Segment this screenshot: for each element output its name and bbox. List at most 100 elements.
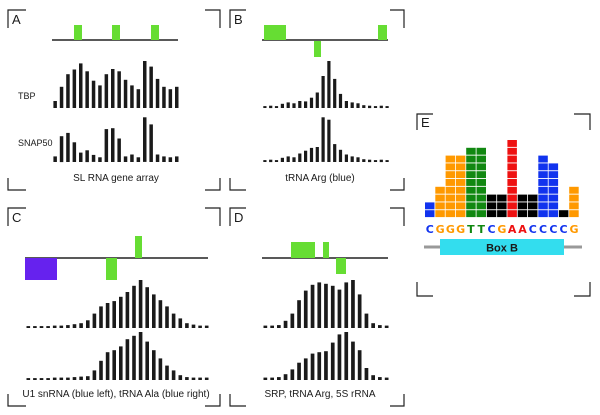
logo-block (497, 194, 507, 202)
logo-block (455, 163, 466, 171)
signal-bar (362, 159, 366, 162)
signal-bar (39, 326, 44, 328)
logo-block (455, 194, 466, 202)
sequence-base: C (539, 223, 547, 236)
signal-bar (270, 325, 274, 328)
logo-block (445, 179, 456, 186)
sequence-base: A (508, 223, 517, 236)
logo-block (435, 194, 445, 202)
panel-e-letter: E (421, 115, 430, 130)
panel-d-track-2 (263, 332, 389, 380)
logo-block (569, 202, 579, 210)
logo-block (466, 194, 476, 202)
signal-bar (315, 92, 319, 108)
signal-bar (158, 358, 163, 380)
logo-block (455, 155, 466, 163)
signal-bar (66, 132, 70, 162)
signal-bar (368, 159, 372, 163)
signal-bar (130, 154, 134, 162)
signal-bar (72, 377, 77, 380)
sequence-base: G (436, 223, 445, 236)
signal-bar (384, 377, 389, 380)
signal-bar (274, 106, 279, 108)
signal-bar (79, 323, 83, 328)
signal-bar (104, 129, 109, 162)
signal-bar (263, 377, 268, 380)
panel-a-gene-1 (74, 25, 82, 40)
signal-bar (117, 71, 121, 108)
signal-bar (66, 325, 70, 328)
signal-bar (136, 89, 141, 108)
logo-block (445, 171, 456, 179)
signal-bar (277, 325, 281, 328)
logo-block (507, 194, 517, 202)
panel-c: C U1 snRNA (blue left), tRNA Ala (blue r… (7, 207, 221, 407)
signal-bar (112, 350, 116, 380)
signal-bar (72, 324, 77, 328)
panel-b-gene-trna-arg (314, 41, 321, 57)
logo-block (507, 147, 517, 155)
signal-bar (112, 301, 116, 328)
signal-bar (379, 159, 383, 163)
signal-bar (98, 157, 102, 162)
signal-bar (371, 375, 375, 380)
panel-d-corner-br (390, 394, 405, 407)
signal-bar (270, 377, 274, 380)
panel-c-gene-upper (135, 236, 142, 258)
panel-a-gene-2 (112, 25, 120, 40)
signal-bar (309, 97, 314, 108)
logo-block (528, 210, 538, 218)
signal-bar (344, 332, 349, 380)
signal-bar (178, 375, 183, 380)
signal-bar (111, 128, 115, 162)
logo-block (497, 210, 507, 218)
logo-block (445, 194, 456, 202)
logo-block (445, 155, 456, 163)
panel-b-caption: tRNA Arg (blue) (285, 173, 354, 184)
signal-bar (204, 377, 209, 380)
logo-block (466, 179, 476, 186)
signal-bar (119, 346, 123, 380)
signal-bar (171, 370, 176, 380)
panel-d-corner-tr (390, 207, 405, 226)
panel-e-corner-tl (416, 113, 433, 130)
logo-block (455, 171, 466, 179)
signal-bar (297, 362, 301, 380)
signal-bar (138, 332, 143, 380)
signal-bar (298, 101, 302, 108)
logo-block (466, 147, 476, 155)
panel-d: D SRP, tRNA Arg, 5S rRNA (229, 207, 405, 407)
logo-block (538, 202, 548, 210)
signal-bar (324, 351, 328, 380)
logo-block (455, 186, 466, 194)
signal-bar (385, 106, 389, 108)
logo-block (548, 186, 559, 194)
panel-a-track-label-tbp: TBP (18, 91, 36, 101)
signal-bar (330, 342, 335, 380)
signal-bar (123, 156, 128, 162)
logo-block (548, 202, 559, 210)
signal-bar (280, 157, 284, 162)
panel-e-box-b (440, 239, 564, 255)
panel-b-gene-left (264, 25, 286, 40)
sequence-base: C (560, 223, 568, 236)
sequence-base: C (529, 223, 537, 236)
signal-bar (130, 85, 134, 108)
signal-bar (162, 156, 166, 162)
logo-block (476, 179, 486, 186)
logo-block (476, 155, 486, 163)
panel-b: B tRNA Arg (blue) (229, 9, 405, 191)
panel-a-track-label-snap50: SNAP50 (18, 138, 53, 148)
logo-block (548, 179, 559, 186)
logo-block (455, 202, 466, 210)
panel-a-corner-br (205, 178, 221, 191)
signal-bar (333, 144, 337, 162)
signal-bar (149, 66, 153, 108)
signal-bar (91, 80, 96, 108)
signal-bar (86, 376, 90, 380)
signal-bar (155, 154, 160, 162)
logo-block (476, 194, 486, 202)
signal-bar (92, 313, 97, 328)
signal-bar (171, 313, 176, 328)
logo-block (507, 171, 517, 179)
